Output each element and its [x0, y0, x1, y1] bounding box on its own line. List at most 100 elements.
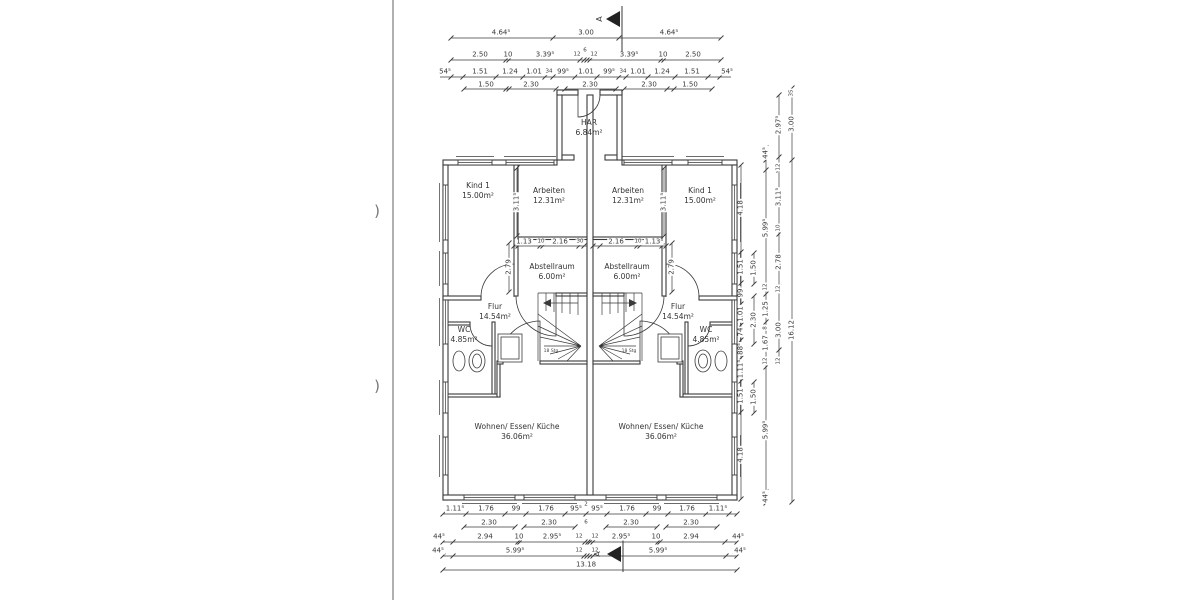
dim-label: 95⁵ [569, 504, 583, 513]
dim-label: 1.13⁵ [643, 237, 665, 246]
room-area: 6.00m² [538, 272, 566, 281]
dim-label: 44⁵ [432, 532, 446, 541]
dim-label: 2.95⁵ [541, 532, 563, 541]
dim-label: 54⁵ [720, 67, 734, 76]
dim-label: 1.01 [629, 67, 647, 76]
dim-label: 1.11⁵ [736, 358, 745, 380]
dim-label: 1.50 [681, 80, 699, 89]
dim-label: 1.76 [618, 504, 636, 513]
dim-label: 2.94 [476, 532, 494, 541]
dim-label: 6 [582, 47, 588, 54]
stair-note: 18 Stg [543, 348, 559, 354]
dim-label: 4.18 [736, 446, 745, 464]
dim-label: 99 [510, 504, 522, 513]
dim-label: 99⁵ [602, 67, 616, 76]
room-area: 4.85m² [450, 335, 478, 344]
dim-label: 10 [650, 532, 662, 541]
dim-label: 1.67 [761, 334, 770, 352]
room-name: Abstellraum [604, 261, 650, 271]
section-marker-label: A [593, 551, 602, 557]
dim-label: 2.95⁵ [610, 532, 632, 541]
dim-label: 13.18 [574, 560, 598, 569]
dim-label: 44⁵ [761, 146, 770, 160]
section-marker-arrow [606, 11, 620, 27]
dim-label: 1.01 [736, 305, 745, 323]
dim-label: 3.00 [577, 28, 595, 37]
room-name: Arbeiten [612, 185, 644, 195]
room-area: 14.54m² [662, 312, 694, 321]
dim-label: 99⁵ [556, 67, 570, 76]
dim-label: 1.13 [515, 237, 533, 246]
dim-label: 2.30 [540, 518, 558, 527]
dim-label: 5.99⁵ [504, 546, 526, 555]
dim-label: 12 [574, 533, 584, 540]
dim-label: 2.16 [607, 237, 625, 246]
dim-label: 2.30 [749, 311, 758, 329]
dim-label: 44⁵ [731, 532, 745, 541]
dim-label: 1.24 [501, 67, 519, 76]
dim-label: 34 [544, 68, 554, 75]
dim-label: 1.01 [525, 67, 543, 76]
dim-label: 2.30 [581, 80, 599, 89]
dim-label: 2.78 [774, 253, 783, 271]
dim-label: 2.30 [640, 80, 658, 89]
room-name: Arbeiten [533, 185, 565, 195]
dim-label: 95⁵ [590, 504, 604, 513]
dim-label: 10 [502, 50, 514, 59]
room-name: Kind 1 [466, 180, 490, 190]
dim-label: 4.18 [736, 199, 745, 217]
dim-label: 44⁵ [761, 490, 770, 504]
dim-label: 1.50 [477, 80, 495, 89]
room-name: WC [457, 324, 471, 334]
dim-label: 3.39⁵ [618, 50, 640, 59]
scan-bracket-mark: ) [374, 202, 380, 220]
dim-label: 2.30 [522, 80, 540, 89]
dim-label: 1.51 [683, 67, 701, 76]
dim-label: 1.50 [749, 259, 758, 277]
dim-label: 12 [762, 356, 769, 366]
dim-label: 5.99⁵ [761, 217, 770, 239]
dim-label: 10 [513, 532, 525, 541]
dim-label: 12 [775, 356, 782, 366]
dim-label: 2.16 [551, 237, 569, 246]
dim-label: 2.30 [622, 518, 640, 527]
dim-label: 2 [583, 501, 589, 508]
room-area: 15.00m² [462, 191, 494, 200]
scan-bracket-mark: ) [374, 377, 380, 395]
dim-label: 16.12 [787, 318, 796, 342]
dim-label: 12 [574, 547, 584, 554]
room-area: 36.06m² [645, 432, 677, 441]
dim-label: 3.00 [787, 115, 796, 133]
room-area: 4.85m² [692, 335, 720, 344]
room-area: 12.31m² [533, 196, 565, 205]
stair-direction-arrows [543, 299, 637, 307]
dim-label: 99 [651, 504, 663, 513]
dim-label: 5.99⁵ [761, 419, 770, 441]
dim-label: 12 [775, 162, 782, 172]
dim-label: 10 [657, 50, 669, 59]
dim-label: 10 [633, 238, 643, 245]
section-marker-arrow [607, 546, 621, 562]
room-area: 6.00m² [613, 272, 641, 281]
dim-label: 12 [589, 51, 599, 58]
dim-label: 1.24 [653, 67, 671, 76]
dim-label: 2.50 [684, 50, 702, 59]
dim-label: 8 [762, 325, 769, 331]
dim-label: 2.97⁵ [774, 114, 783, 136]
dim-label: 1.51 [471, 67, 489, 76]
staircase [537, 292, 643, 362]
dim-label: 1.25 [761, 300, 770, 318]
dim-label: 10 [775, 223, 782, 233]
dim-label: 12 [572, 51, 582, 58]
dim-label: 10 [536, 238, 546, 245]
room-name: Kind 1 [688, 185, 712, 195]
dim-label: 1.01 [577, 67, 595, 76]
dim-label: 6 [583, 519, 589, 526]
